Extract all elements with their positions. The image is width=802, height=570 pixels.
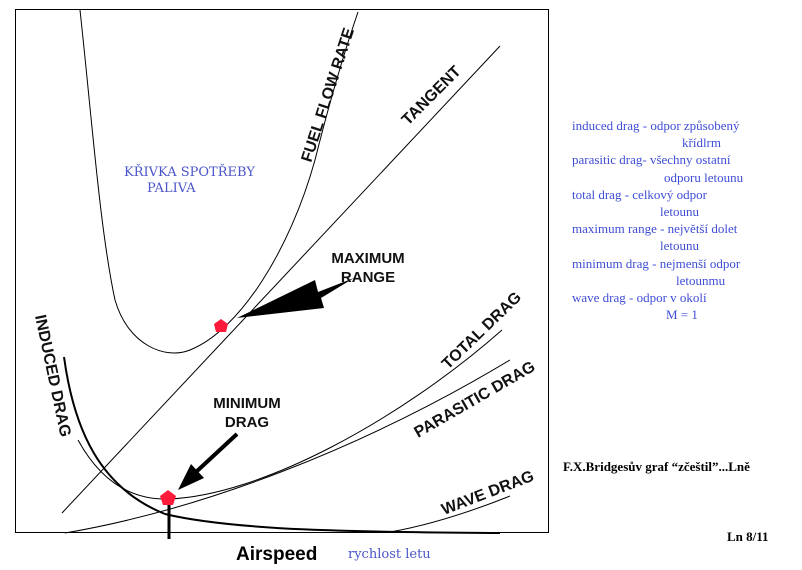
induced-drag-curve (63, 356, 501, 534)
minimum-drag-point (160, 490, 176, 505)
fuel-flow-rate-label: FUEL FLOW RATE (299, 26, 358, 165)
total-drag-label: TOTAL DRAG (439, 289, 525, 373)
legend-item-cont: letounmu (676, 272, 726, 288)
legend-item-cont: odporu letounu (664, 169, 744, 185)
legend-item: maximum range - největší dolet (572, 221, 738, 237)
parasitic-drag-curve (64, 359, 511, 534)
legend-item-cont: M = 1 (666, 307, 698, 323)
min-drag-arrow-shaft (194, 432, 239, 474)
maximum-range-label-line1: MAXIMUM (331, 250, 404, 267)
plot-frame (15, 9, 549, 533)
tangent-line (61, 45, 501, 514)
max-range-arrow (237, 278, 354, 318)
fuel-curve-czech-line2: PALIVA (147, 181, 196, 196)
fuel-curve-czech-line1: KŘIVKA SPOTŘEBY (124, 164, 255, 180)
x-axis-label-czech: rychlost letu (348, 547, 431, 562)
fuel-flow-rate-curve (79, 9, 359, 354)
legend-item-cont: letounu (660, 204, 699, 220)
legend-item: wave drag - odpor v okolí (572, 290, 707, 306)
legend-item: induced drag - odpor způsobený (572, 118, 740, 133)
minimum-drag-label-line1: MINIMUM (213, 395, 281, 412)
slide-number: Ln 8/11 (727, 529, 769, 544)
x-axis-label: Airspeed (236, 544, 317, 565)
parasitic-drag-label: PARASITIC DRAG (412, 358, 539, 441)
total-drag-curve (77, 329, 503, 500)
wave-drag-curve (389, 495, 511, 533)
maximum-range-point (214, 319, 228, 332)
legend-item-cont: křídlrm (682, 135, 721, 151)
credit-text: F.X.Bridgesův graf “zčeštil”...Lně (563, 459, 750, 474)
legend-item-cont: letounu (660, 238, 699, 254)
minimum-drag-label-line2: DRAG (225, 414, 269, 431)
legend: induced drag - odpor způsobený křídlrm p… (566, 117, 796, 323)
legend-item: total drag - celkový odpor (572, 186, 708, 202)
wave-drag-label: WAVE DRAG (439, 468, 536, 519)
min-drag-arrow-head (178, 464, 204, 490)
legend-item: parasitic drag- všechny ostatní (572, 152, 731, 168)
legend-item: minimum drag - nejmenší odpor (572, 255, 741, 271)
maximum-range-label-line2: RANGE (341, 269, 395, 286)
